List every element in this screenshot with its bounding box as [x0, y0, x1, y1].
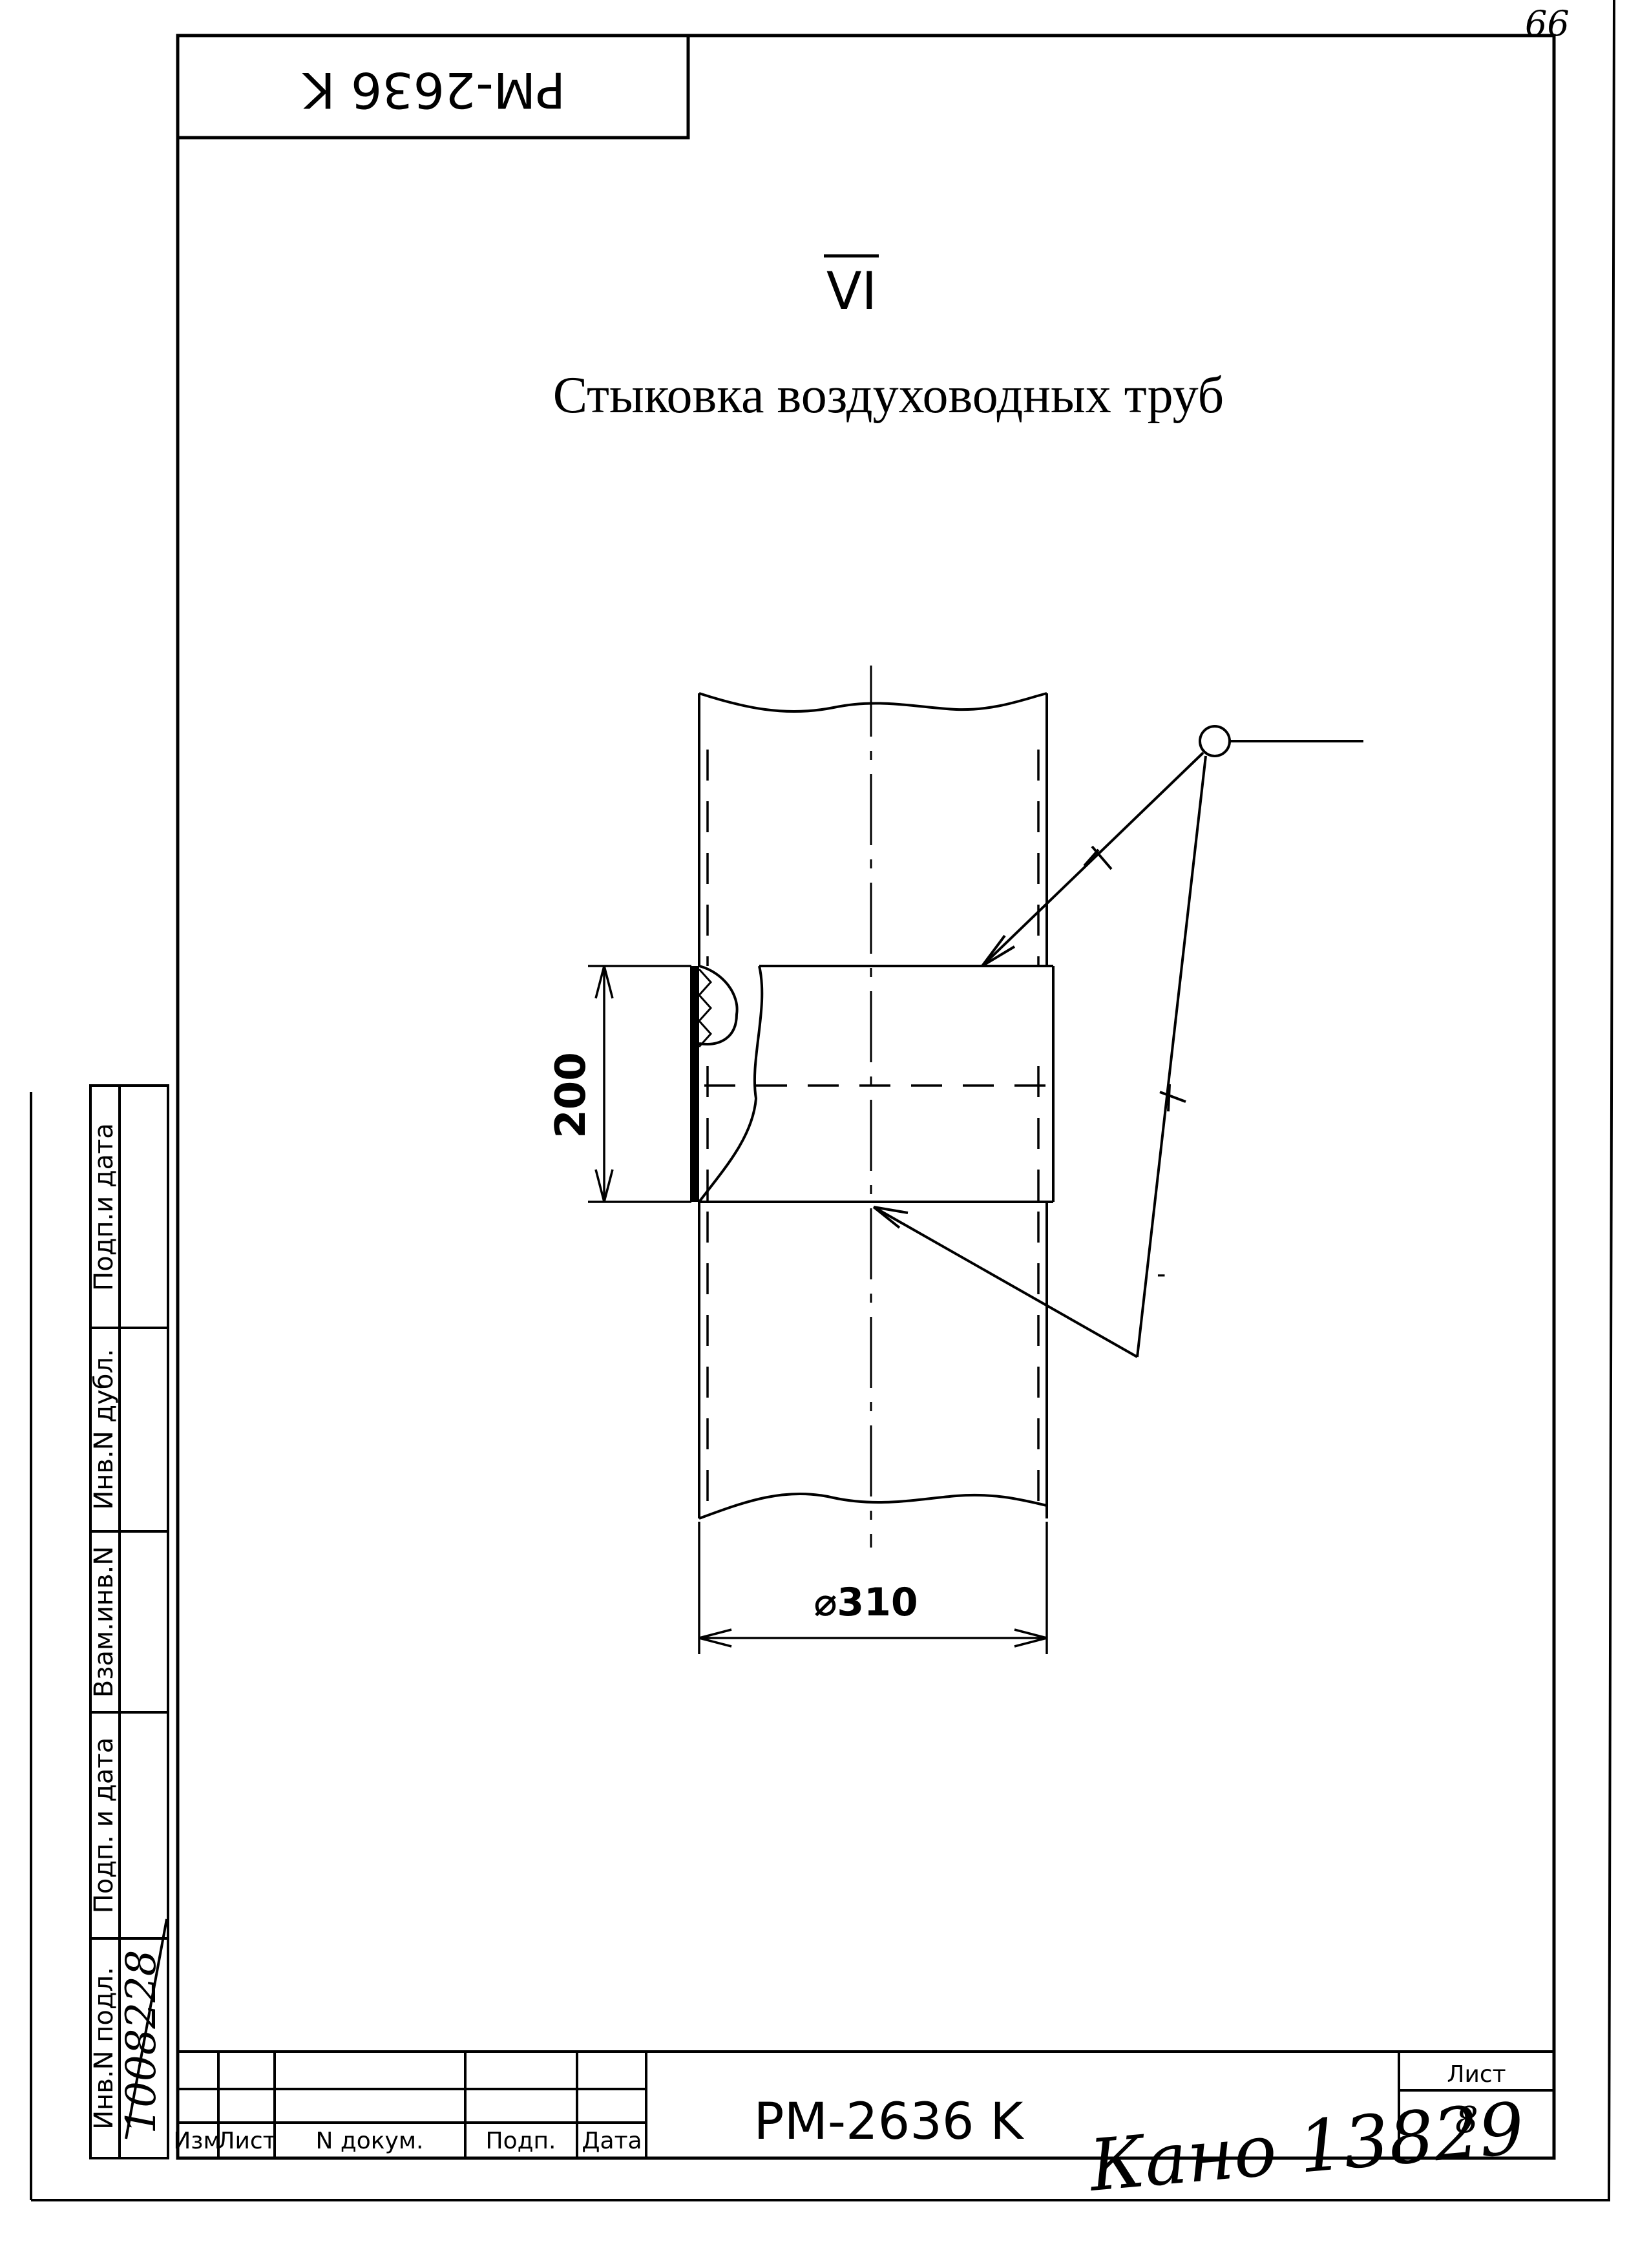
side-cell-3: Взам.инв.N: [89, 1546, 119, 1697]
note-mark: -: [1157, 1259, 1166, 1289]
lower-pipe-break: [698, 1492, 1047, 1520]
leader-lower-a: [1136, 755, 1207, 1358]
weld-all-around-circle: [1199, 725, 1231, 757]
header-signature: Подп.: [486, 2128, 556, 2154]
dimension-diameter-label: ⌀310: [814, 1580, 918, 1625]
outer-frame: [30, 0, 1615, 2201]
band-break: [698, 965, 764, 1203]
sheet-label: Лист: [1447, 2061, 1506, 2088]
header-date: Дата: [582, 2128, 642, 2154]
dimension-200: [588, 965, 691, 1203]
side-cell-2: Инв.N дубл.: [89, 1349, 119, 1509]
dimension-diameter: [698, 1522, 1048, 1654]
leader-lower-b: [873, 1206, 1138, 1358]
title-block-designation: PM-2636 K: [754, 2093, 1025, 2151]
drawing-title: Стыковка воздуховодных труб: [553, 367, 1224, 424]
leader-upper-tick: [1083, 845, 1113, 870]
weld-hatch: [690, 966, 713, 1202]
sheet-corner-number: 66: [1525, 3, 1570, 44]
handwritten-note: Кано 13829: [1085, 2087, 1528, 2207]
header-izm: Изм: [173, 2128, 220, 2154]
side-stamp: [89, 1084, 169, 2159]
title-block-lines: [178, 2050, 1554, 2158]
inventory-signature-stroke: [125, 1918, 168, 2139]
pipe-drawing: [698, 666, 1055, 1548]
side-cell-1: Подп.и дата: [89, 1123, 119, 1291]
inner-frame: [176, 34, 1556, 2160]
header-list: Лист: [217, 2128, 276, 2154]
top-stamp: PM-2636 K: [176, 34, 690, 140]
side-cell-5: Инв.N подл.: [89, 1967, 119, 2130]
sheet-number: 8: [1455, 2099, 1478, 2141]
top-stamp-designation: PM-2636 K: [302, 61, 565, 119]
leader-upper: [981, 751, 1204, 967]
upper-pipe-break: [698, 692, 1047, 713]
view-label-text: VI: [826, 261, 877, 321]
view-label: VI: [824, 254, 879, 321]
hidden-walls: [704, 750, 1053, 1506]
dimension-200-label: 200: [547, 1052, 595, 1139]
inventory-number: 1008228: [118, 1949, 165, 2134]
weld-symbol: [872, 725, 1363, 1358]
weld-bead: [698, 965, 739, 1045]
header-document: N докум.: [316, 2128, 424, 2154]
side-cell-4: Подп. и дата: [89, 1738, 119, 1913]
leader-lower-tick: [1159, 1084, 1186, 1112]
